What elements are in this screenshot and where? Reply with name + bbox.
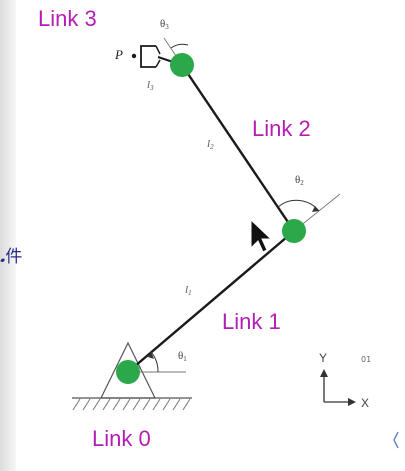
point-p-label: P	[114, 47, 123, 62]
coordinate-axes	[320, 369, 356, 406]
ground-hatch-icon	[72, 397, 192, 411]
l1-label: l1	[185, 284, 192, 297]
theta1-arc	[150, 351, 159, 373]
l2-label: l2	[207, 138, 214, 151]
theta1-label: θ1	[178, 350, 187, 363]
joint-1	[116, 360, 140, 384]
theta2-label: θ2	[295, 174, 304, 187]
side-text: 𝅘件	[0, 247, 22, 267]
axis-x-label: X	[361, 396, 369, 410]
axis-extra-label: 01	[361, 355, 371, 364]
link-1-bar	[127, 230, 295, 373]
left-frame-edge	[0, 0, 16, 471]
theta3-arc	[170, 43, 189, 49]
mouse-pointer-icon	[250, 218, 273, 253]
theta2-arc	[277, 199, 320, 212]
l3-label: l3	[147, 79, 154, 92]
joint-3	[170, 53, 194, 77]
link-3-label: Link 3	[38, 6, 97, 31]
corner-mark	[393, 431, 399, 449]
theta3-label: θ3	[160, 18, 169, 31]
link-2-label: Link 2	[252, 116, 311, 141]
point-p-dot	[131, 53, 137, 59]
link-0-label: Link 0	[92, 426, 151, 451]
link-2-bar	[181, 64, 295, 232]
joint-2	[282, 219, 306, 243]
axis-y-label: Y	[319, 351, 327, 365]
link-1-label: Link 1	[222, 309, 281, 334]
base-triangle	[100, 341, 156, 399]
